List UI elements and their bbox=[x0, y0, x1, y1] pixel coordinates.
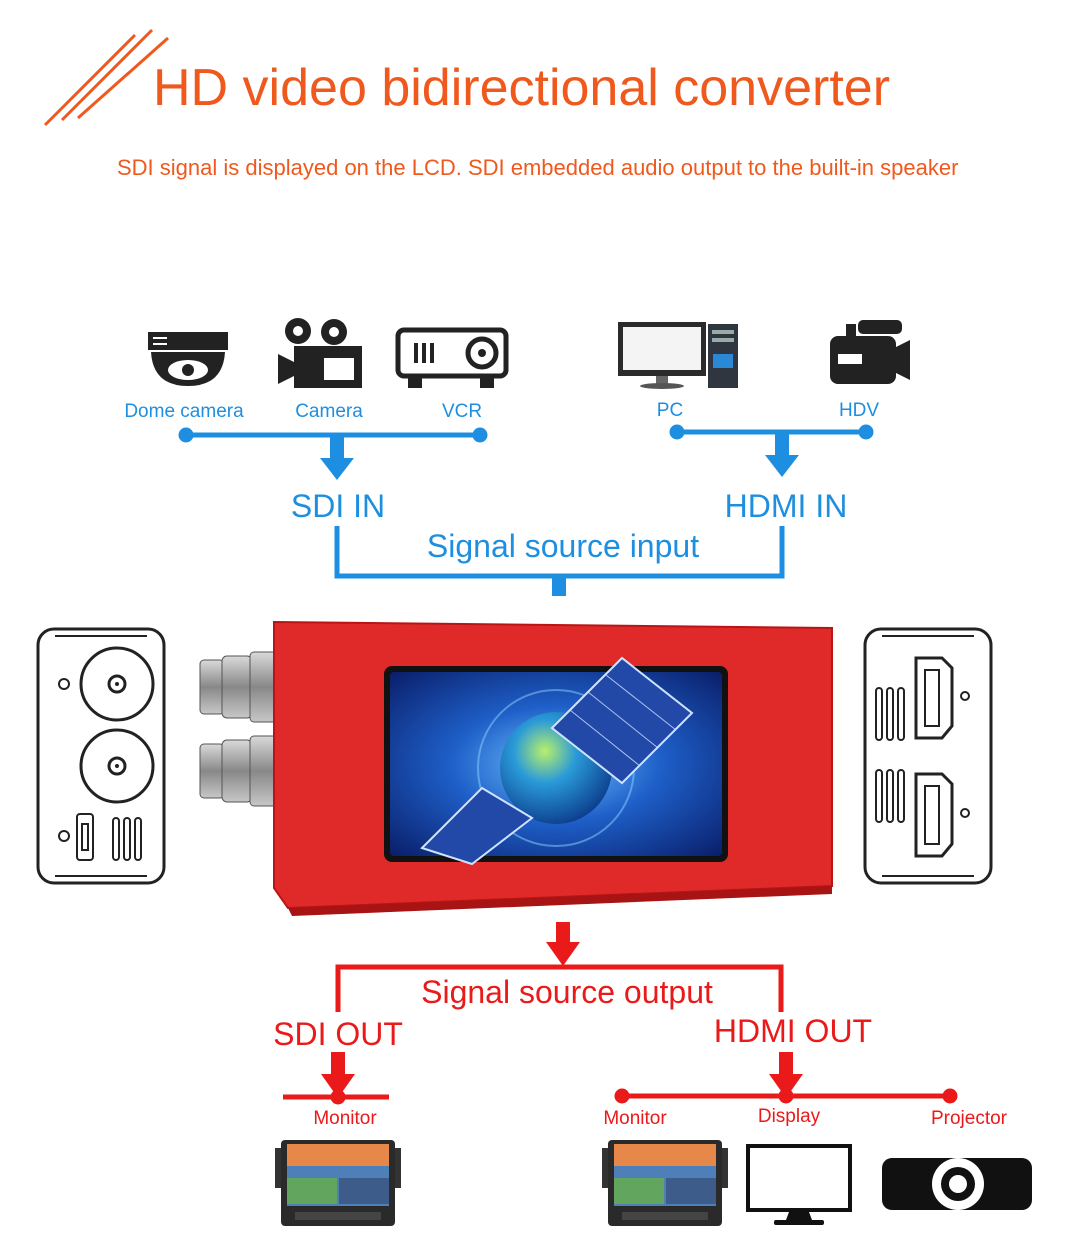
sdi-in-label: SDI IN bbox=[290, 488, 386, 524]
output-device-label-hdmi-monitor: Monitor bbox=[603, 1108, 667, 1129]
signal-output-label: Signal source output bbox=[421, 974, 713, 1010]
source-label-pc: PC bbox=[656, 400, 684, 421]
projector-icon bbox=[882, 1158, 1032, 1210]
dome-camera-icon bbox=[148, 332, 228, 386]
output-device-label-projector: Projector bbox=[930, 1108, 1008, 1129]
page-title: HD video bidirectional converter bbox=[153, 59, 891, 117]
monitor-icon bbox=[275, 1140, 401, 1226]
page-subtitle: SDI signal is displayed on the LCD. SDI … bbox=[117, 155, 959, 180]
converter-device bbox=[199, 620, 833, 916]
output-device-label-display: Display bbox=[757, 1106, 821, 1127]
sdi-out-label: SDI OUT bbox=[273, 1016, 403, 1052]
hdmi-in-label: HDMI IN bbox=[724, 488, 848, 524]
hdmi-out-label: HDMI OUT bbox=[713, 1013, 873, 1049]
title-decoration bbox=[43, 28, 169, 127]
camera-icon bbox=[278, 318, 362, 388]
source-label-camera: Camera bbox=[295, 401, 363, 422]
bnc-connector-bottom bbox=[199, 735, 285, 807]
monitor-icon bbox=[602, 1140, 728, 1226]
pc-icon bbox=[618, 322, 738, 389]
source-label-vcr: VCR bbox=[441, 401, 483, 422]
hdv-icon bbox=[830, 320, 910, 384]
bnc-connector-top bbox=[199, 651, 285, 723]
source-label-dome-camera: Dome camera bbox=[124, 401, 244, 422]
output-device-label-sdi-monitor: Monitor bbox=[313, 1108, 377, 1129]
source-label-hdv: HDV bbox=[838, 400, 880, 421]
vcr-icon bbox=[395, 327, 509, 388]
sdi-side-panel bbox=[36, 627, 166, 885]
display-icon bbox=[746, 1144, 852, 1225]
hdmi-side-panel bbox=[863, 627, 993, 885]
signal-input-label: Signal source input bbox=[426, 528, 700, 564]
